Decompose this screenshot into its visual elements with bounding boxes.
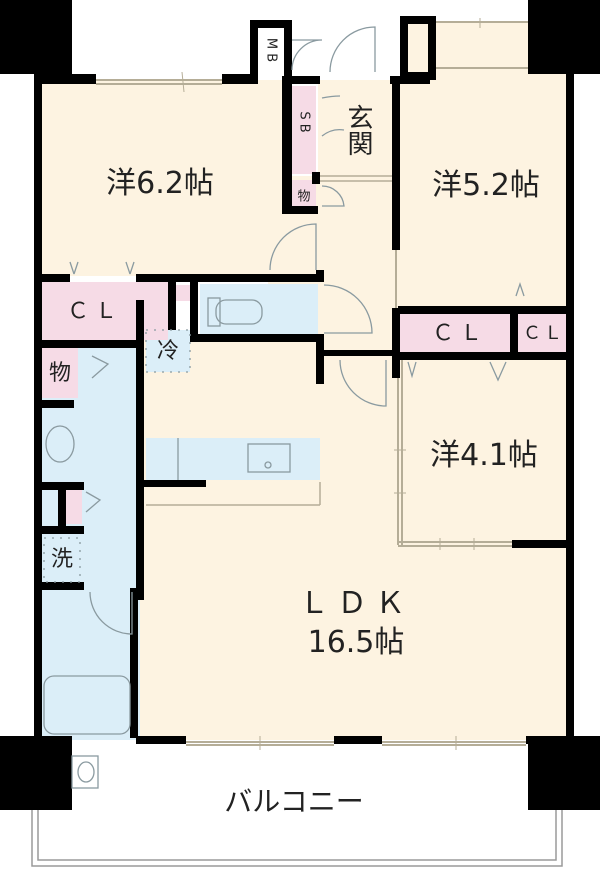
room-label-western-2: 洋5.2帖 xyxy=(432,168,540,203)
room-western-3 xyxy=(398,355,572,545)
storage-label-cl-right-2: ＣＬ xyxy=(523,323,565,344)
fixture-label-fridge: 冷 xyxy=(156,339,180,364)
room-label-balcony: バルコニー xyxy=(224,785,364,818)
column-top-left xyxy=(0,0,72,74)
storage-small-toilet xyxy=(176,285,192,301)
room-western-1 xyxy=(40,80,282,276)
door-mb xyxy=(291,39,323,71)
bathroom xyxy=(40,590,140,740)
room-label-western-1: 洋6.2帖 xyxy=(106,166,214,201)
storage-label-cl-left: ＣＬ xyxy=(66,299,124,324)
room-entrance xyxy=(318,80,400,350)
mb-box xyxy=(258,28,284,74)
door-toilet xyxy=(323,284,373,334)
walls xyxy=(0,0,600,810)
column-top-right xyxy=(528,0,600,74)
toilet-bowl-icon xyxy=(215,299,263,325)
door-western-1 xyxy=(269,223,317,271)
room-label-ldk: ＬＤＫ xyxy=(299,586,413,621)
storage-mono-wash xyxy=(40,348,78,398)
room-area-ldk: 16.5帖 xyxy=(307,625,405,660)
sink-icon xyxy=(247,443,291,473)
door-western-3 xyxy=(339,359,387,407)
column-bottom-left xyxy=(0,736,72,810)
storage-sb xyxy=(292,86,316,174)
storage-label-cl-right-1: ＣＬ xyxy=(431,321,489,346)
storage-small-wash xyxy=(66,488,82,524)
storage-label-mono-wash: 物 xyxy=(48,361,72,386)
storage-cl-right-1 xyxy=(400,312,512,354)
toilet xyxy=(200,284,318,340)
fixtures xyxy=(43,26,525,789)
kitchen-counter xyxy=(146,438,320,480)
room-label-entrance: 玄関 xyxy=(343,104,373,156)
fixture-label-washer: 洗 xyxy=(50,547,74,572)
room-label-western-3: 洋4.1帖 xyxy=(430,438,538,473)
room-fills xyxy=(40,22,572,740)
windows xyxy=(96,18,528,750)
door-bath xyxy=(89,591,133,635)
storage-label-mb: M B xyxy=(263,37,279,63)
balcony-outline xyxy=(31,810,563,867)
washbasin-icon xyxy=(45,425,75,463)
washer-space xyxy=(44,538,80,582)
column-bottom-right xyxy=(528,736,600,810)
door-entrance xyxy=(329,26,376,73)
bathtub-icon xyxy=(43,675,131,735)
storage-label-mono-entrance: 物 xyxy=(297,189,311,205)
storage-label-sb: S B xyxy=(296,111,312,133)
storage-cl-right-2 xyxy=(516,312,572,354)
balcony-faucet-icon xyxy=(71,755,99,789)
